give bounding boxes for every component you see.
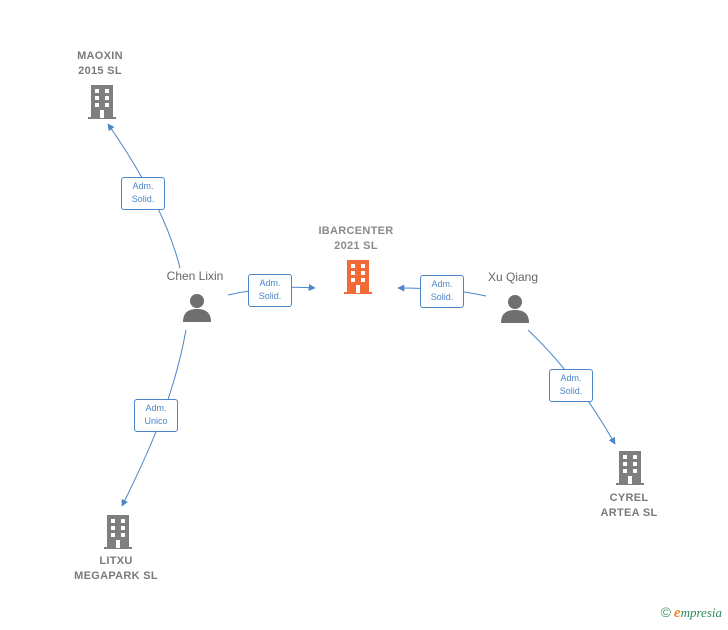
empresia-watermark: ©empresia — [661, 604, 722, 622]
person-label-xu-qiang: Xu Qiang — [487, 270, 539, 284]
company-label-litxu: LITXU MEGAPARK SL — [74, 554, 158, 584]
company-label-maoxin: MAOXIN 2015 SL — [77, 49, 123, 79]
person-icon[interactable] — [500, 293, 530, 323]
edge-label-xu-cyrel: Adm. Solid. — [549, 369, 593, 402]
edge-role: Adm. — [259, 278, 281, 288]
company-name-litxu: LITXU — [99, 555, 133, 567]
edge-label-xu-center: Adm. Solid. — [420, 275, 464, 308]
edge-role-type: Unico — [144, 416, 168, 426]
building-icon[interactable] — [102, 514, 134, 550]
edge-role: Adm. — [132, 181, 154, 191]
company-label-cyrel: CYREL ARTEA SL — [601, 491, 658, 521]
company-name-maoxin: MAOXIN — [77, 50, 123, 62]
brand-name: mpresia — [680, 605, 722, 620]
edge-role-type: Solid. — [430, 292, 454, 302]
person-label-chen-lixin: Chen Lixin — [166, 269, 224, 283]
edge-role: Adm. — [145, 403, 167, 413]
company-name-cyrel: CYREL — [609, 492, 649, 504]
edge-role-type: Solid. — [559, 386, 583, 396]
edge-role-type: Solid. — [131, 194, 155, 204]
company-suffix-litxu: MEGAPARK SL — [74, 570, 158, 582]
building-icon[interactable] — [614, 450, 646, 486]
building-icon[interactable] — [86, 84, 118, 120]
company-name-ibarcenter: IBARCENTER — [318, 225, 394, 237]
edge-label-chen-maoxin: Adm. Solid. — [121, 177, 165, 210]
company-suffix-cyrel: ARTEA SL — [600, 507, 658, 519]
edge-role-type: Solid. — [258, 291, 282, 301]
company-suffix-ibarcenter: 2021 SL — [334, 240, 378, 252]
edge-role: Adm. — [431, 279, 453, 289]
company-suffix-maoxin: 2015 SL — [78, 65, 122, 77]
person-icon[interactable] — [182, 292, 212, 322]
edge-label-chen-center: Adm. Solid. — [248, 274, 292, 307]
edge-label-chen-litxu: Adm. Unico — [134, 399, 178, 432]
copyright-symbol: © — [660, 604, 671, 620]
edge-role: Adm. — [560, 373, 582, 383]
company-label-ibarcenter: IBARCENTER 2021 SL — [318, 224, 393, 254]
brand-initial: e — [673, 605, 681, 621]
building-icon[interactable] — [342, 259, 374, 295]
